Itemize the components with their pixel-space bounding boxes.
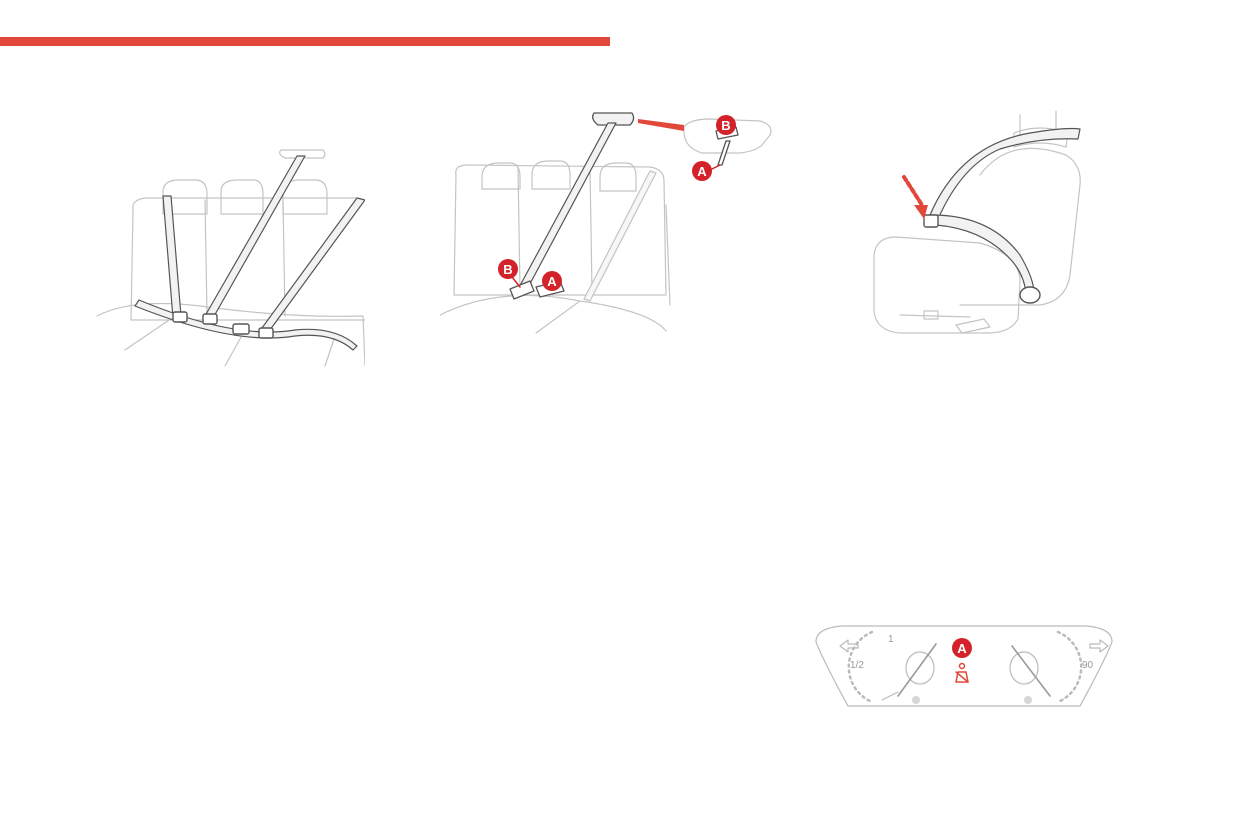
buckle-center[interactable] [232, 323, 250, 335]
instrument-panel-warning-illustration: 1 1/2 90 A [812, 622, 1116, 710]
headrest-left [481, 162, 521, 190]
arrow-left-icon [839, 639, 859, 653]
buckle-left[interactable] [172, 311, 188, 323]
buckle-center-left[interactable] [202, 313, 218, 325]
inset-frame [683, 118, 772, 154]
inset-connector [638, 119, 684, 131]
headrest-right [599, 162, 637, 192]
left-gauge-mark-top: 1 [888, 634, 894, 645]
lap-belt[interactable] [931, 214, 1035, 294]
seat-back-outline [453, 164, 667, 296]
insertion-arrow-icon [902, 175, 924, 207]
svg-text:B: B [721, 118, 730, 133]
section-header-bar [0, 37, 610, 46]
callout-b-main: B [498, 259, 521, 288]
shoulder-belt[interactable] [929, 127, 1081, 220]
svg-text:A: A [547, 274, 557, 289]
buckle-b[interactable] [509, 280, 535, 300]
left-indicator-dot [912, 696, 920, 704]
left-gauge-mark-middle: 1/2 [850, 660, 864, 671]
insertion-arrow-head [914, 205, 928, 219]
instrument-cluster-outline [815, 625, 1113, 707]
callout-b-inset: B [716, 115, 736, 135]
buckle-right[interactable] [258, 327, 274, 339]
callout-a-inset: A [692, 161, 721, 181]
center-belt-detail-illustration: B A B A [439, 105, 775, 340]
headrest-center [220, 179, 264, 215]
seatbelt-warning-icon [955, 662, 969, 683]
seat-cushion-outline [873, 236, 1021, 334]
svg-text:A: A [697, 164, 707, 179]
svg-text:A: A [957, 641, 967, 656]
left-gauge [847, 630, 937, 704]
roof-anchor [279, 149, 326, 159]
belt-tongue[interactable] [923, 214, 939, 228]
seat-cushion-outline [439, 294, 667, 332]
roof-anchor [592, 112, 635, 126]
arrow-right-icon [1089, 639, 1109, 653]
right-gauge-mark: 90 [1082, 660, 1094, 671]
right-belt[interactable] [258, 197, 366, 335]
headrest [1013, 127, 1069, 148]
headrest-right [282, 179, 328, 215]
headrest-center [531, 160, 571, 190]
front-seat-belt-fastening-illustration [870, 105, 1085, 340]
belt-retractor [1019, 286, 1041, 304]
svg-text:B: B [503, 262, 512, 277]
right-gauge [1009, 630, 1083, 704]
seat-back-outline [959, 147, 1081, 306]
callout-a-main: A [542, 271, 562, 291]
inset-buckle-a[interactable] [717, 140, 731, 166]
headrest-left [162, 179, 208, 215]
callout-a-dashboard: A [952, 638, 972, 658]
right-indicator-dot [1024, 696, 1032, 704]
rear-bench-seatbelts-illustration [95, 140, 374, 370]
